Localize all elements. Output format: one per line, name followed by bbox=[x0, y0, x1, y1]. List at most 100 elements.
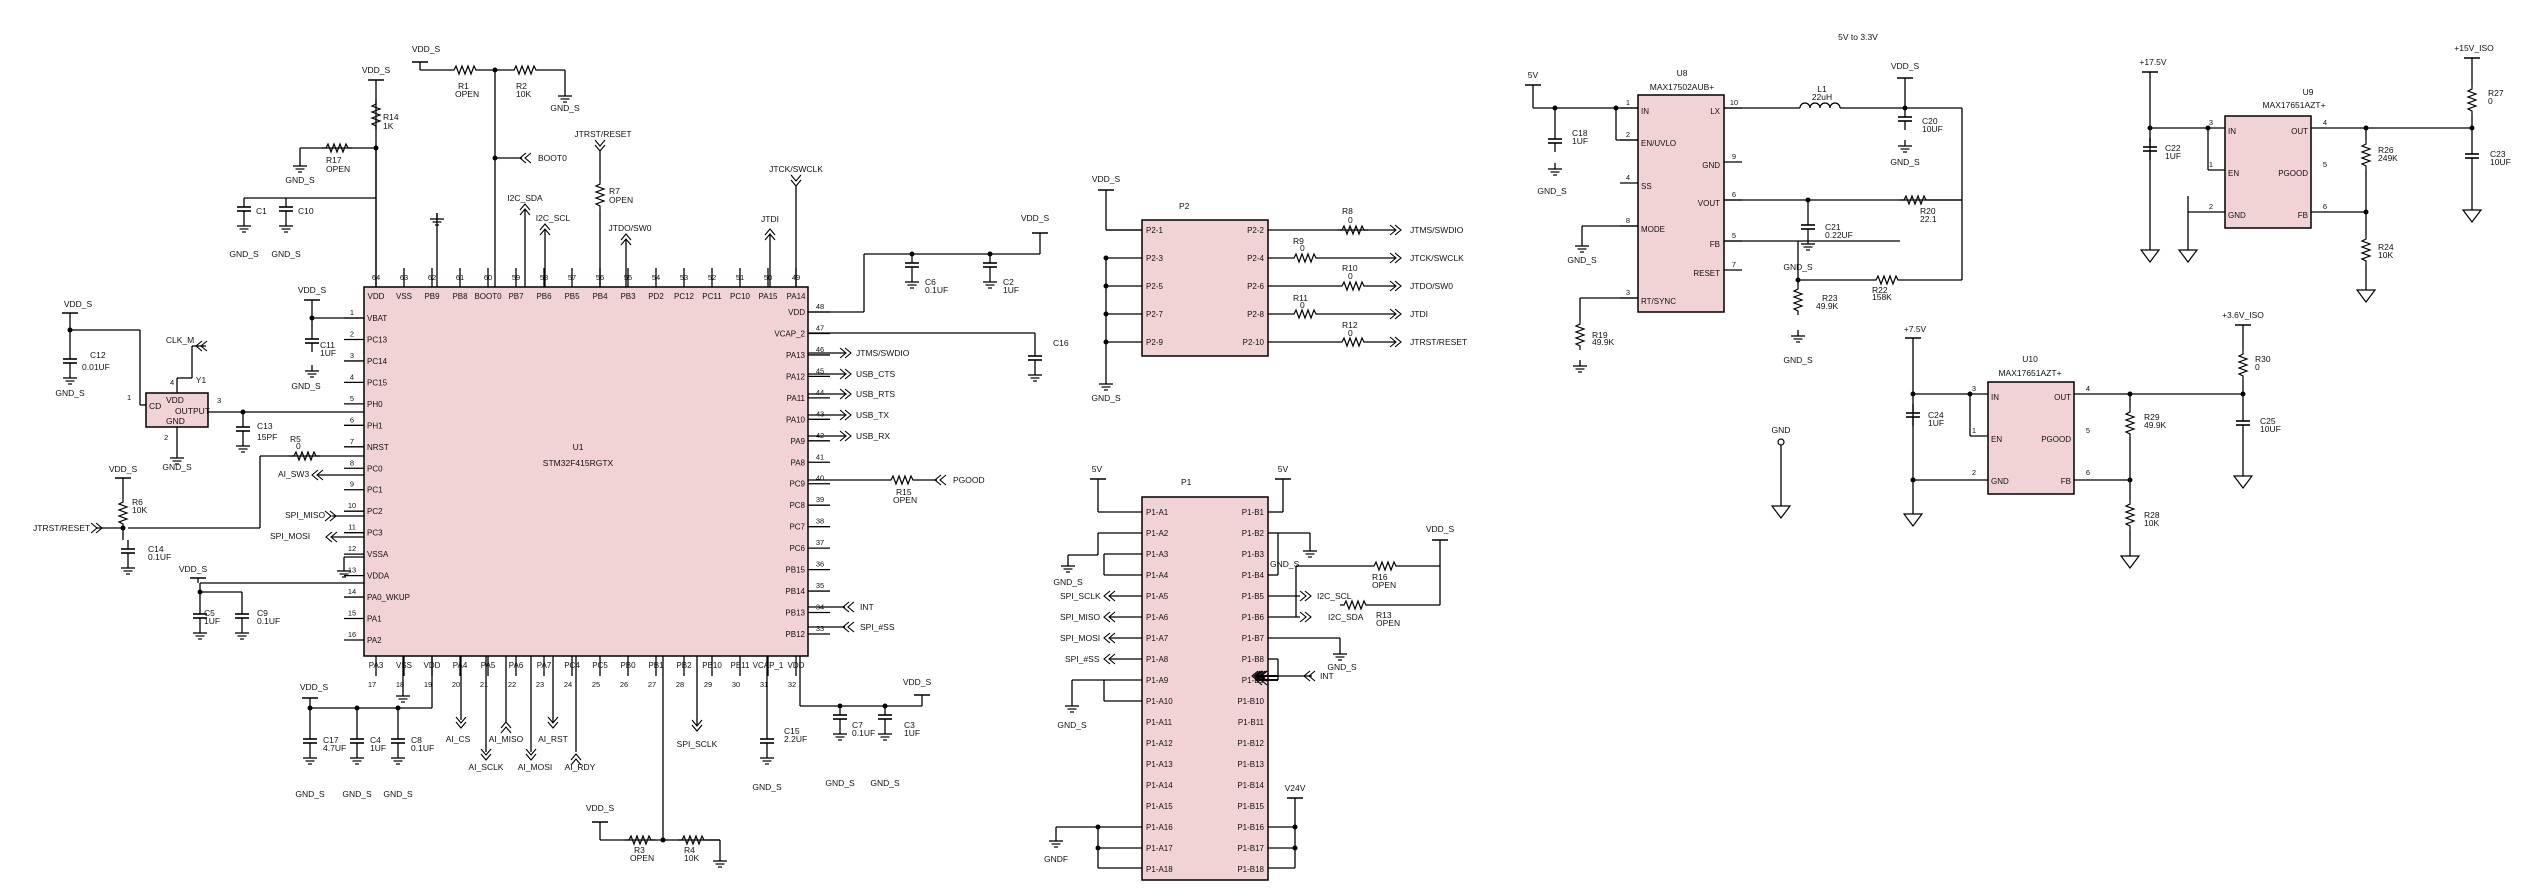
u1-pin-34-name: PB13 bbox=[785, 609, 805, 618]
p2-pin-P2-5: P2-5 bbox=[1146, 282, 1163, 291]
u1-pin-27-num: 27 bbox=[648, 680, 656, 689]
u1-pin-58-num: 58 bbox=[540, 273, 548, 282]
usb-rts-net: USB_RTS bbox=[856, 389, 895, 399]
u1-pin-37-num: 37 bbox=[816, 538, 824, 547]
v17-5-label: +17.5V bbox=[2139, 57, 2167, 67]
int-net-p1: INT bbox=[1320, 671, 1334, 681]
mcu-u1: U1 STM32F415RGTX 64VDD63VSS62PB961PB860B… bbox=[344, 268, 830, 689]
u1-pin-3-num: 3 bbox=[350, 351, 354, 360]
spi-ss-net-u1: SPI_#SS bbox=[860, 622, 895, 632]
gnd-s-label-21: GND_S bbox=[1890, 157, 1920, 167]
u1-pin-41-num: 41 bbox=[816, 452, 824, 461]
v5-label-p1b: 5V bbox=[1278, 464, 1289, 474]
p1-pin-P1-B13: P1-B13 bbox=[1237, 760, 1264, 769]
u1-pin-18-name: VSS bbox=[396, 661, 412, 670]
u1-pin-2-name: PC13 bbox=[367, 335, 388, 344]
u1-pin-52-num: 52 bbox=[708, 273, 716, 282]
jtdi-net: JTDI bbox=[761, 214, 779, 224]
i2c-sda-net: I2C_SDA bbox=[507, 193, 543, 203]
svg-text:3: 3 bbox=[217, 396, 221, 405]
u1-pin-1-num: 1 bbox=[350, 308, 354, 317]
u1-pin-61-name: PB8 bbox=[452, 292, 468, 301]
vdd-s-label-3: VDD_S bbox=[298, 285, 327, 295]
gnd-s-label-18: GND_S bbox=[1327, 662, 1357, 672]
u1-pin-22-num: 22 bbox=[508, 680, 516, 689]
r6-ref: R6 bbox=[132, 497, 143, 507]
u1-pin-63-num: 63 bbox=[400, 273, 408, 282]
u1-pin-11-num: 11 bbox=[348, 523, 356, 532]
u8-pin-7-name: RESET bbox=[1693, 269, 1720, 278]
c5-value: 1UF bbox=[204, 616, 220, 626]
c10-ref: C10 bbox=[298, 206, 314, 216]
r6-value: 10K bbox=[132, 505, 147, 515]
p2-body bbox=[1141, 219, 1269, 357]
u1-pin-13-name: VDDA bbox=[367, 572, 390, 581]
u10-pin-6-name: FB bbox=[2061, 477, 2071, 486]
u10-pin-4-name: OUT bbox=[2054, 393, 2071, 402]
r17-ref: R17 bbox=[326, 155, 342, 165]
u1-pin-6-name: PH1 bbox=[367, 421, 383, 430]
u1-right-pins: 48VDD47VCAP_246PA1345PA1244PA1143PA1042P… bbox=[774, 302, 830, 639]
u8-pin-10-num: 10 bbox=[1730, 98, 1738, 107]
gnd-s-label-8: GND_S bbox=[295, 789, 325, 799]
u1-pin-8-num: 8 bbox=[350, 458, 354, 467]
v3-6-iso-label: +3.6V_ISO bbox=[2222, 310, 2264, 320]
c9-ref: C9 bbox=[257, 608, 268, 618]
p1-pin-P1-A2: P1-A2 bbox=[1146, 529, 1169, 538]
jtdo-net-p2: JTDO/SW0 bbox=[1410, 281, 1453, 291]
u1-pin-16-name: PA2 bbox=[367, 636, 382, 645]
gnd-s-label-1: GND_S bbox=[285, 175, 315, 185]
c8-ref: C8 bbox=[411, 735, 422, 745]
r19-ref: R19 bbox=[1592, 330, 1608, 340]
v5-label-u8: 5V bbox=[1528, 70, 1539, 80]
u1-pin-33-num: 33 bbox=[816, 624, 824, 633]
u9-pin-3-name: IN bbox=[2228, 127, 2236, 136]
u1-pin-9-name: PC1 bbox=[367, 486, 383, 495]
u1-pin-21-name: PA5 bbox=[481, 661, 496, 670]
u1-pin-24-num: 24 bbox=[564, 680, 572, 689]
c15-value: 2.2UF bbox=[784, 734, 807, 744]
u1-pin-4-name: PC15 bbox=[367, 378, 388, 387]
r30-value: 0 bbox=[2255, 362, 2260, 372]
p1-pin-P1-A4: P1-A4 bbox=[1146, 571, 1169, 580]
u9-ref: U9 bbox=[2303, 87, 2314, 97]
y1-gnd: GND bbox=[166, 416, 185, 426]
r13-ref: R13 bbox=[1376, 610, 1392, 620]
r14-ref: R14 bbox=[383, 112, 399, 122]
u1-pin-60-num: 60 bbox=[484, 273, 492, 282]
p1-ref: P1 bbox=[1181, 477, 1192, 487]
r26-ref: R26 bbox=[2378, 145, 2394, 155]
r27-ref: R27 bbox=[2488, 88, 2504, 98]
p1-pin-P1-A16: P1-A16 bbox=[1146, 823, 1173, 832]
c18-ref: C18 bbox=[1572, 128, 1588, 138]
u1-ref: U1 bbox=[573, 442, 584, 452]
u1-pin-45-num: 45 bbox=[816, 366, 824, 375]
c20-value: 10UF bbox=[1922, 124, 1943, 134]
svg-text:4: 4 bbox=[170, 378, 174, 387]
p1-pin-P1-A17: P1-A17 bbox=[1146, 844, 1173, 853]
u1-pin-35-num: 35 bbox=[816, 581, 824, 590]
p1-pin-P1-B16: P1-B16 bbox=[1237, 823, 1264, 832]
u1-pin-38-num: 38 bbox=[816, 517, 824, 526]
p1-pin-P1-B8: P1-B8 bbox=[1242, 655, 1265, 664]
u1-pin-3-name: PC14 bbox=[367, 357, 388, 366]
r23-ref: R23 bbox=[1822, 293, 1838, 303]
c3-ref: C3 bbox=[904, 720, 915, 730]
u1-pin-59-num: 59 bbox=[512, 273, 520, 282]
r29-ref: R29 bbox=[2144, 412, 2160, 422]
r5-value: 0 bbox=[296, 441, 301, 451]
u8-pin-9-name: GND bbox=[1702, 161, 1720, 170]
r7-ref: R7 bbox=[609, 186, 620, 196]
u8-pin-1-name: IN bbox=[1641, 107, 1649, 116]
c5-ref: C5 bbox=[204, 608, 215, 618]
u1-pin-32-name: VDD bbox=[788, 661, 805, 670]
c15-ref: C15 bbox=[784, 726, 800, 736]
vdd-s-label-5: VDD_S bbox=[109, 464, 138, 474]
r20-ref: R20 bbox=[1920, 206, 1936, 216]
u1-pin-51-name: PC10 bbox=[730, 292, 751, 301]
spi-miso-net-p1: SPI_MISO bbox=[1060, 612, 1101, 622]
ai-miso-net: AI_MISO bbox=[489, 734, 524, 744]
r22-ref: R22 bbox=[1872, 285, 1888, 295]
u1-pin-12-name: VSSA bbox=[367, 550, 389, 559]
u1-pin-22-name: PA6 bbox=[509, 661, 524, 670]
